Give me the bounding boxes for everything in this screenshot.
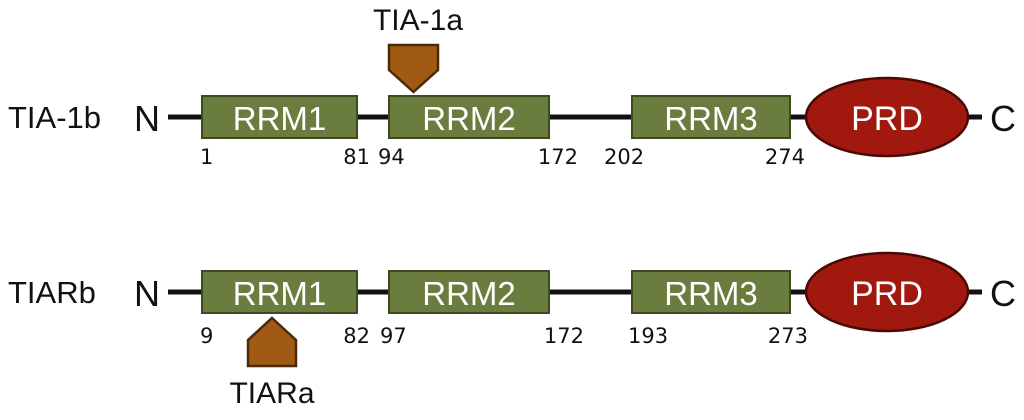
domain-rrm3: RRM3 193 273	[628, 270, 808, 348]
domain-prd: PRD	[804, 251, 970, 333]
domain-end-position: 172	[544, 324, 584, 348]
domain-label: RRM1	[233, 275, 327, 312]
insertion-label: TIA-1a	[373, 4, 463, 37]
insertion-label: TIARa	[229, 377, 314, 410]
domain-start-position: 9	[200, 324, 213, 348]
protein-name: TIA-1b	[8, 100, 101, 135]
n-terminus-label: N	[134, 273, 160, 314]
domain-start-position: 193	[628, 324, 668, 348]
n-terminus-label: N	[134, 98, 160, 139]
pentagon-up-icon	[246, 316, 298, 368]
domain-rrm2: RRM2 94 172	[378, 95, 578, 169]
insertion-marker-tia1a: TIA-1a	[373, 4, 463, 94]
domain-start-position: 202	[604, 145, 644, 169]
domain-end-position: 274	[765, 145, 805, 169]
domain-prd: PRD	[804, 76, 970, 158]
protein-row-tiarb: TIARb N C RRM1 9 82 RRM2 97 172 RRM3 193…	[8, 251, 1016, 410]
domain-label: RRM1	[233, 100, 327, 137]
domain-label: RRM2	[422, 275, 516, 312]
c-terminus-label: C	[990, 98, 1016, 139]
domain-box	[388, 270, 550, 314]
domain-end-position: 172	[538, 145, 578, 169]
domain-box	[201, 95, 358, 139]
prd-label: PRD	[851, 100, 923, 138]
c-terminus-label: C	[990, 273, 1016, 314]
prd-ellipse	[804, 251, 970, 333]
insertion-marker-tiara: TIARa	[229, 316, 315, 410]
domain-end-position: 82	[343, 324, 370, 348]
pentagon-down-icon	[387, 43, 440, 94]
protein-name: TIARb	[8, 275, 96, 310]
domain-rrm1: RRM1 9 82	[200, 270, 370, 348]
domain-start-position: 97	[380, 324, 407, 348]
domain-box	[631, 95, 791, 139]
domain-end-position: 81	[343, 145, 370, 169]
domain-label: RRM3	[664, 275, 758, 312]
domain-start-position: 94	[378, 145, 405, 169]
domain-label: RRM2	[422, 100, 516, 137]
prd-label: PRD	[851, 275, 923, 313]
prd-ellipse	[804, 76, 970, 158]
domain-rrm1: RRM1 1 81	[200, 95, 370, 169]
domain-label: RRM3	[664, 100, 758, 137]
domain-box	[388, 95, 550, 139]
domain-box	[201, 270, 358, 314]
domain-start-position: 1	[200, 145, 213, 169]
domain-rrm3: RRM3 202 274	[604, 95, 805, 169]
protein-row-tia1b: TIA-1b N C RRM1 1 81 RRM2 94 172 RRM3 20…	[8, 4, 1016, 169]
domain-end-position: 273	[768, 324, 808, 348]
domain-rrm2: RRM2 97 172	[380, 270, 584, 348]
domain-box	[631, 270, 791, 314]
